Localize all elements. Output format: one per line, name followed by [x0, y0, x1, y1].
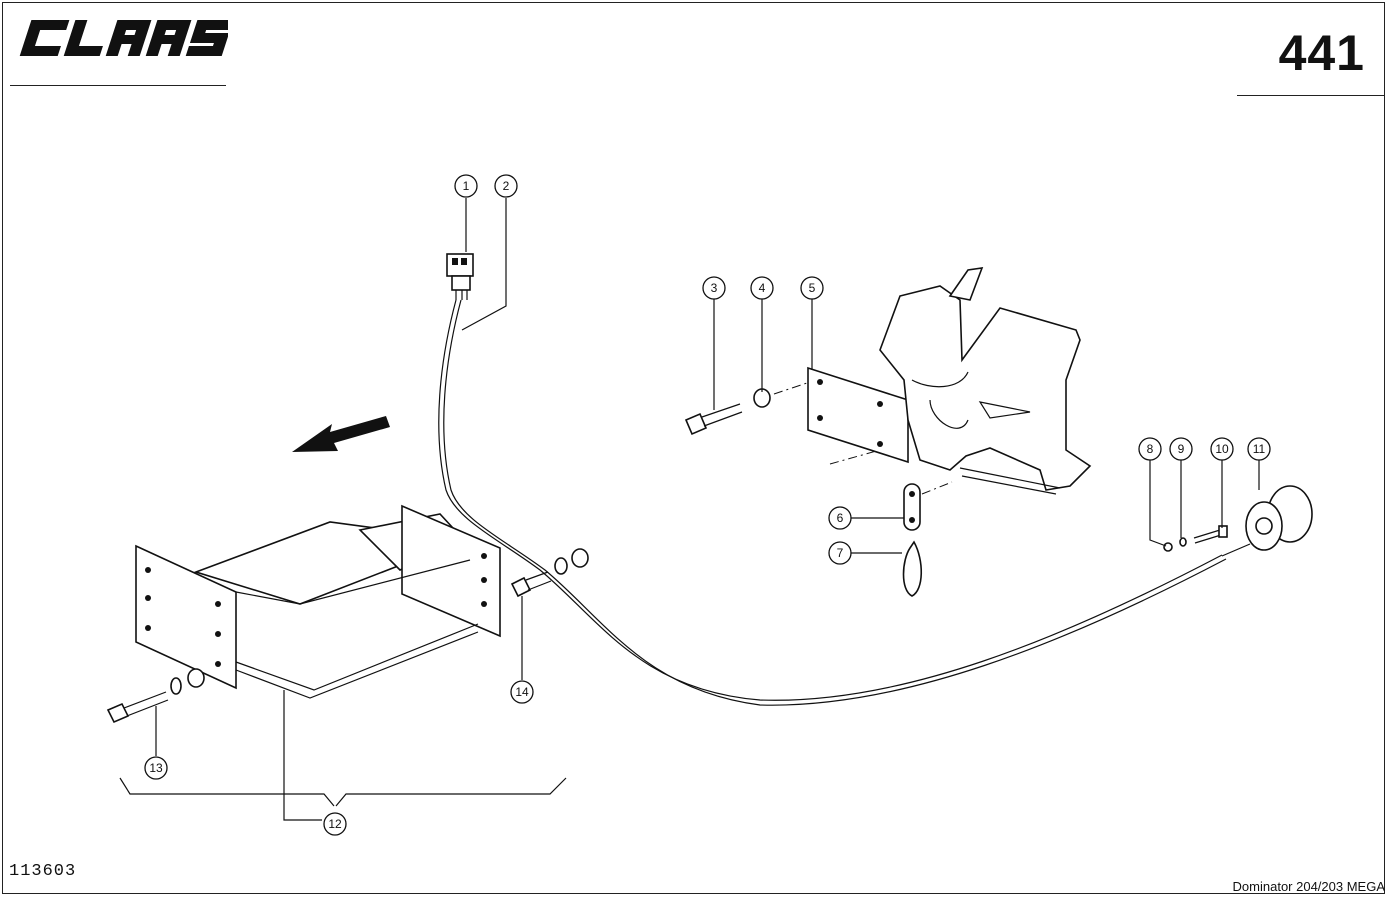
svg-text:3: 3 — [711, 281, 718, 295]
svg-text:12: 12 — [328, 817, 342, 831]
svg-text:13: 13 — [149, 761, 163, 775]
svg-text:4: 4 — [759, 281, 766, 295]
callout-9: 9 — [1169, 437, 1193, 461]
screw-10 — [1193, 525, 1228, 544]
svg-text:1: 1 — [463, 179, 470, 193]
bolt-14 — [510, 571, 552, 598]
svg-text:7: 7 — [837, 546, 844, 560]
drawing-number: 113603 — [9, 862, 77, 881]
svg-text:5: 5 — [809, 281, 816, 295]
bolt-13 — [106, 691, 169, 724]
callout-13: 13 — [144, 756, 168, 780]
page-number-underline — [1237, 95, 1385, 96]
connector-plug — [446, 253, 474, 300]
model-name: Dominator 204/203 MEGA — [1232, 879, 1385, 894]
callout-2: 2 — [494, 174, 518, 198]
sensor-bracket — [135, 504, 501, 699]
wiring-harness — [438, 299, 1223, 701]
spring-clip — [902, 540, 923, 597]
svg-text:2: 2 — [503, 179, 510, 193]
callout-1: 1 — [454, 174, 478, 198]
svg-text:8: 8 — [1147, 442, 1154, 456]
socket-connector — [1221, 485, 1313, 557]
callout-11: 11 — [1247, 437, 1271, 461]
bolt-3 — [684, 403, 743, 436]
callout-4: 4 — [750, 276, 774, 300]
nut-14 — [571, 548, 589, 568]
nut-8 — [1163, 542, 1173, 552]
washer-14 — [554, 557, 568, 575]
callout-7: 7 — [828, 541, 852, 565]
callout-14: 14 — [510, 680, 534, 704]
callout-6: 6 — [828, 506, 852, 530]
callout-5: 5 — [800, 276, 824, 300]
svg-text:14: 14 — [515, 685, 529, 699]
callout-8: 8 — [1138, 437, 1162, 461]
washer-9 — [1179, 537, 1187, 547]
travel-direction-arrow-icon — [292, 416, 390, 452]
mounting-plate — [807, 366, 909, 464]
callout-3: 3 — [702, 276, 726, 300]
callout-12: 12 — [323, 812, 347, 836]
page-number: 441 — [1278, 25, 1365, 81]
washer-13 — [170, 677, 182, 695]
link-plate — [903, 483, 921, 531]
svg-text:9: 9 — [1178, 442, 1185, 456]
callout-10: 10 — [1210, 437, 1234, 461]
logo-underline — [10, 85, 226, 86]
claas-logo — [19, 20, 228, 56]
trailer-hitch — [879, 267, 1092, 495]
svg-text:11: 11 — [1253, 442, 1266, 456]
svg-text:6: 6 — [837, 511, 844, 525]
svg-text:10: 10 — [1215, 442, 1229, 456]
nut-13 — [187, 668, 205, 688]
